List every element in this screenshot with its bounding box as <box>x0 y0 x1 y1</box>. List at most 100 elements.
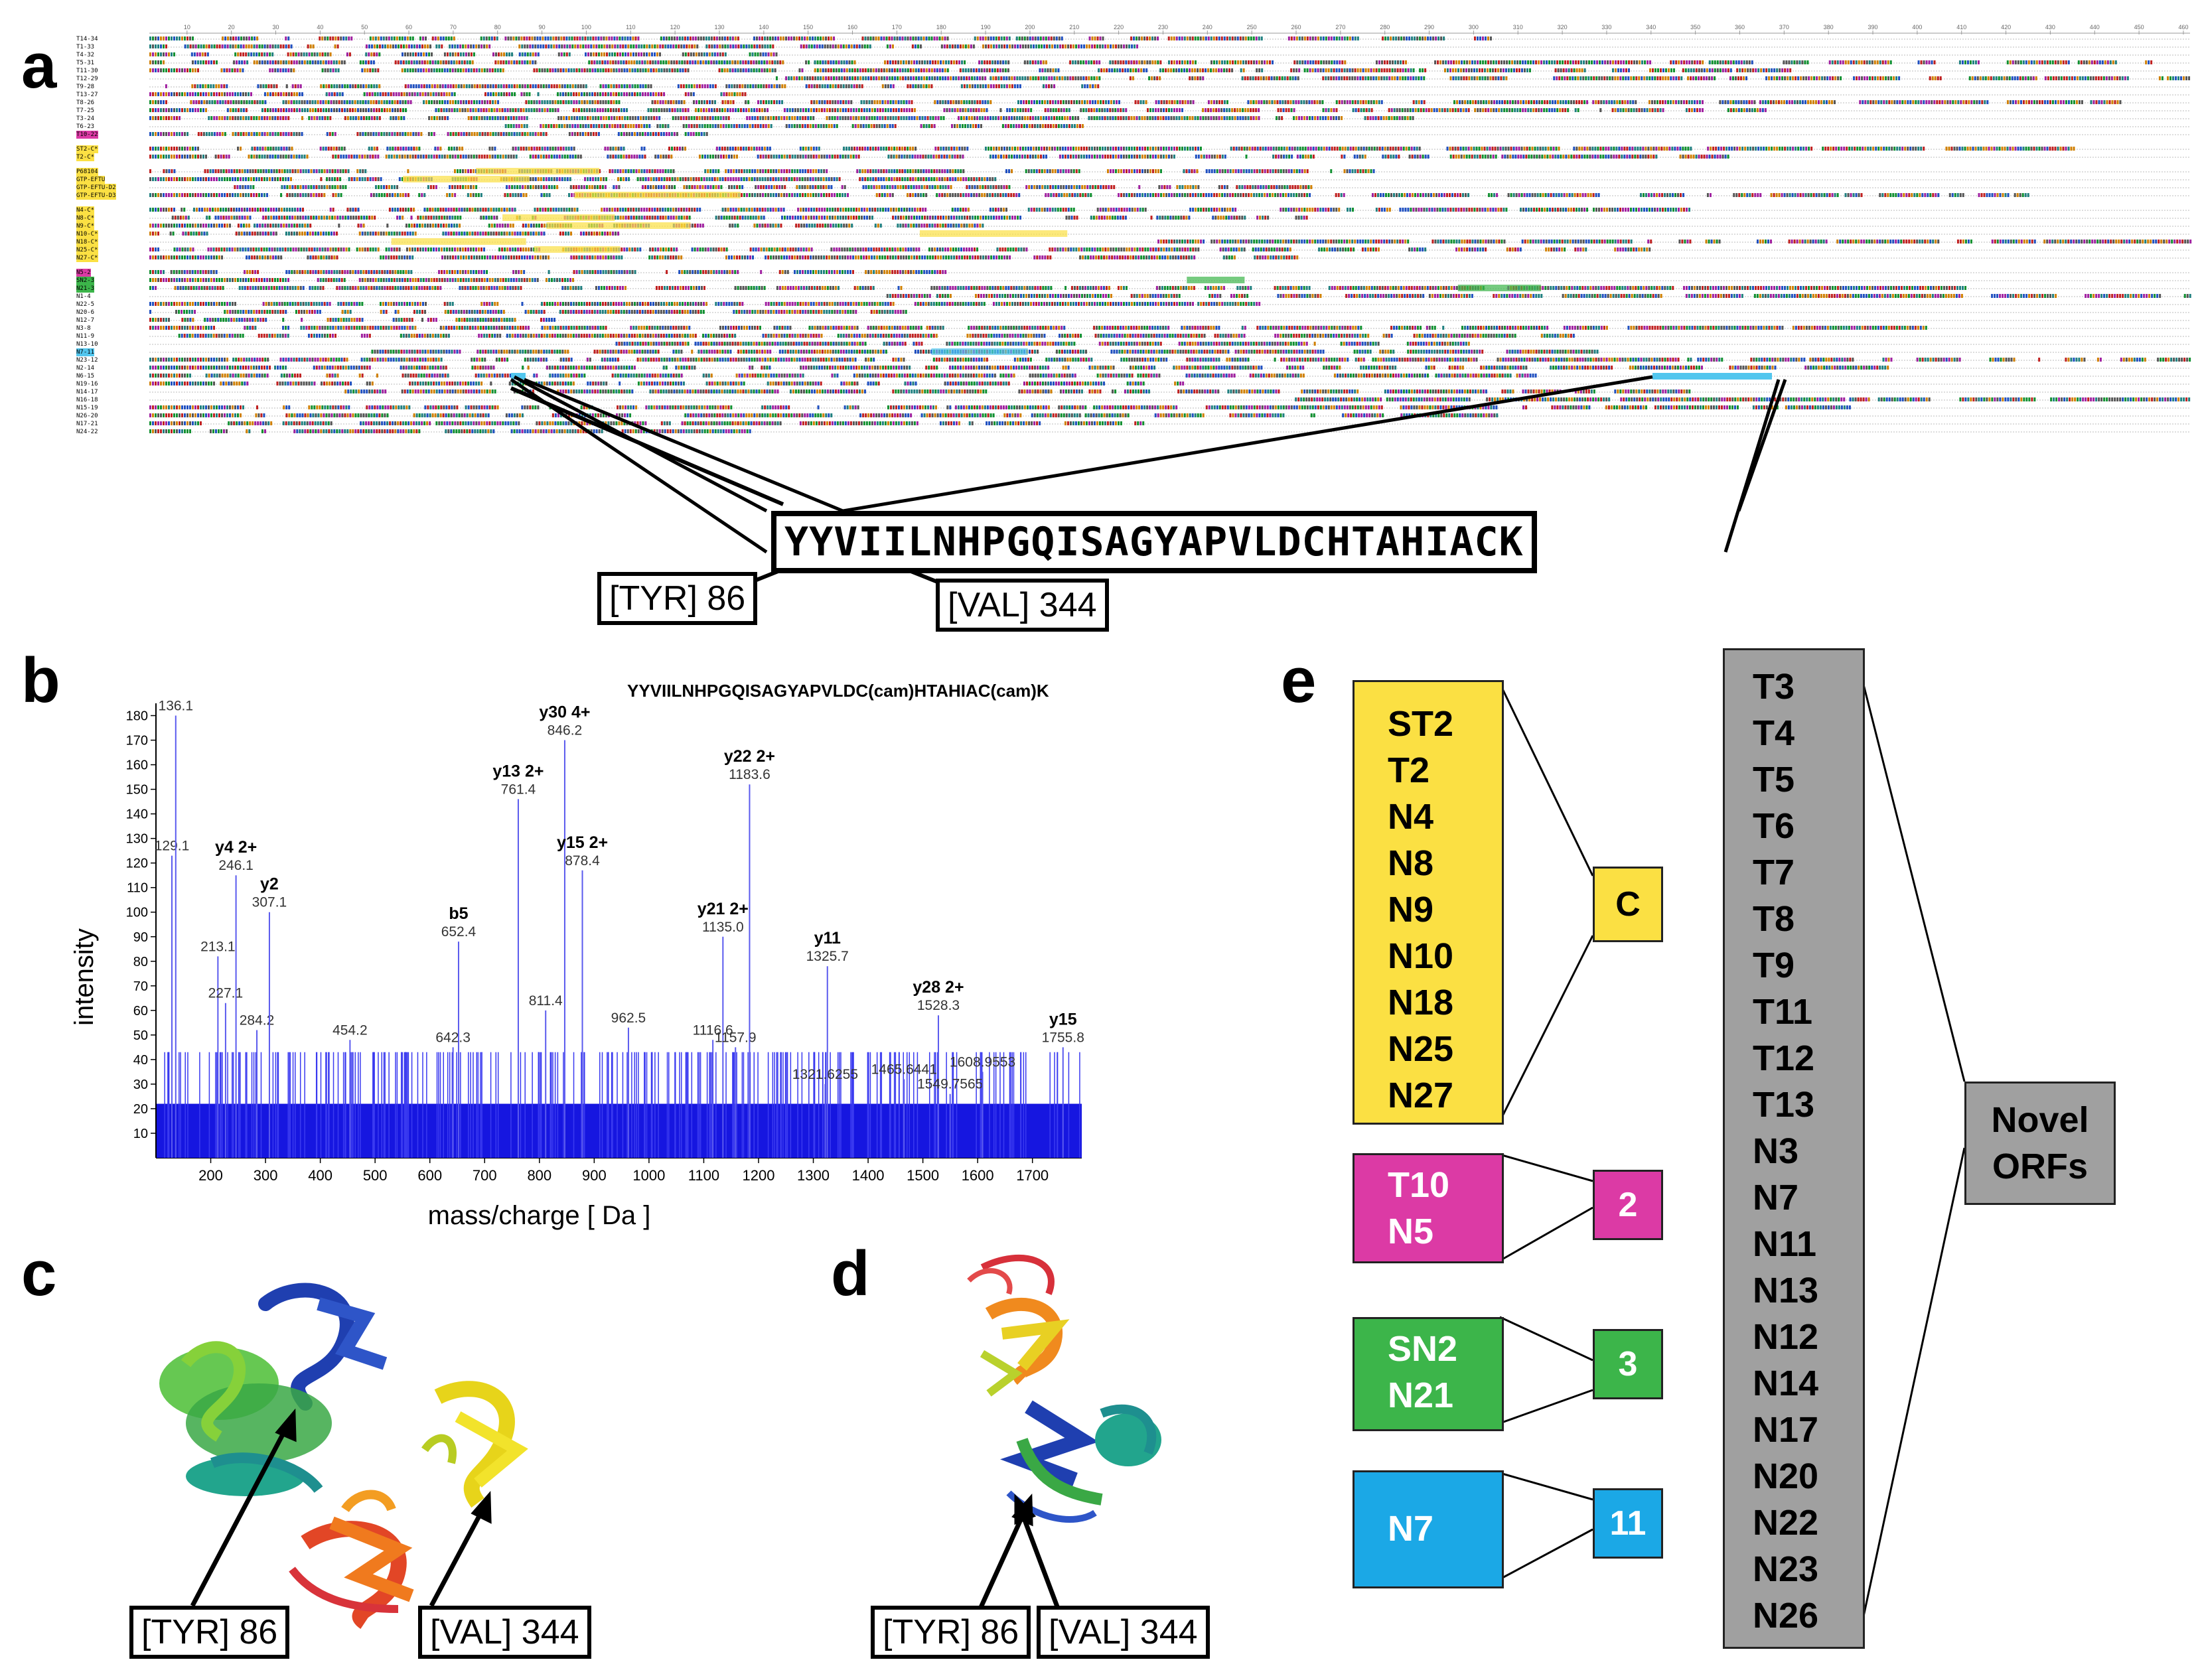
alignment-row <box>149 124 2190 128</box>
peak-mz-label: 129.1 <box>155 839 190 854</box>
y-tick-label: 10 <box>133 1127 148 1141</box>
alignment-row <box>149 92 2190 96</box>
ribbon-domain-2 <box>421 1381 528 1508</box>
peak-mz-label: 761.4 <box>501 782 536 797</box>
y-tick-label: 80 <box>133 955 148 969</box>
alignment-row-label: T7-25 <box>76 107 95 114</box>
protein-structure-c <box>159 1283 528 1629</box>
alignment-row-label: N24-22 <box>76 429 98 435</box>
x-tick-label: 300 <box>254 1167 278 1184</box>
y-tick-label: 30 <box>133 1078 148 1092</box>
peak-mz-label: 846.2 <box>548 723 583 738</box>
ruler-tick-label: 310 <box>1513 24 1523 31</box>
ruler-tick-label: 330 <box>1601 24 1611 31</box>
val344-label-a: [VAL] 344 <box>936 579 1109 632</box>
alignment-row <box>149 155 2190 159</box>
noise-peaks <box>164 1052 1080 1158</box>
alignment-row <box>149 132 2190 136</box>
alignment-row <box>149 294 2191 298</box>
peak-ion-label: y4 2+ <box>215 838 257 857</box>
alignment-rows <box>149 36 2192 433</box>
ruler-tick-label: 120 <box>670 24 680 31</box>
y-tick-label: 90 <box>133 930 148 945</box>
ruler-tick-label: 110 <box>626 24 635 31</box>
peak-ion-label: y28 2+ <box>913 978 964 997</box>
ruler-tick-label: 370 <box>1779 24 1789 31</box>
ruler-tick-label: 200 <box>1025 24 1035 31</box>
peak-mz-label: 962.5 <box>611 1011 646 1026</box>
alignment-row <box>149 52 2190 56</box>
alignment-row-label: N2-14 <box>76 365 95 372</box>
peptide-highlight-left <box>511 373 526 380</box>
alignment-row <box>149 100 2190 104</box>
ruler-tick-label: 420 <box>2001 24 2011 31</box>
alignment-row-label: N17-21 <box>76 421 98 427</box>
panel-letter-b: b <box>21 645 60 716</box>
peak-mz-label: 1135.0 <box>702 920 744 935</box>
alignment-row <box>149 230 2190 237</box>
x-tick-label: 1600 <box>962 1167 994 1184</box>
alignment-row <box>149 116 2190 120</box>
peak-mz-label: 1183.6 <box>729 767 770 782</box>
alignment-row-label: T4-32 <box>76 52 95 58</box>
peak-mz-label: 1157.9 <box>715 1030 757 1045</box>
y-tick-label: 140 <box>126 807 148 822</box>
alignment-row <box>149 334 2190 338</box>
alignment-row-label: N25-C* <box>76 246 98 254</box>
peak-mz-label: 227.1 <box>208 986 244 1001</box>
alignment-row <box>149 421 2190 425</box>
alignment-row-label: N15-19 <box>76 405 98 411</box>
peak-ion-label: y11 <box>814 929 841 947</box>
alignment-row <box>149 214 2190 221</box>
ruler-tick-label: 150 <box>803 24 813 31</box>
peak-mz-label: 1528.3 <box>917 998 960 1013</box>
alignment-row-label: N9-C* <box>76 222 95 230</box>
alignment-row-label: T6-23 <box>76 123 95 130</box>
peak-ion-label: y13 2+ <box>492 762 544 780</box>
novel-orf-list: T3 T4 T5 T6 T7 T8 T9 T11 T12 T13 N3 N7 N… <box>1753 667 1819 1636</box>
group-3-box: SN2 N21 <box>1353 1317 1504 1431</box>
ruler-tick-label: 170 <box>892 24 902 31</box>
ruler-tick-label: 300 <box>1469 24 1479 31</box>
alignment-row-label: N19-16 <box>76 381 98 387</box>
ruler-tick-label: 270 <box>1335 24 1345 31</box>
panel-d-arrows <box>973 1494 1064 1620</box>
x-tick-label: 1400 <box>852 1167 885 1184</box>
alignment-row-label: N21-3 <box>76 285 95 293</box>
group-c-members: ST2 T2 N4 N8 N9 N10 N18 N25 N27 <box>1388 704 1454 1115</box>
alignment-row-label: N8-C* <box>76 214 95 222</box>
tyr86-label-d: [TYR] 86 <box>871 1606 1031 1659</box>
alignment-row <box>149 246 2190 253</box>
ruler-tick-label: 250 <box>1247 24 1257 31</box>
alignment-row-label: N22-5 <box>76 301 95 308</box>
group-11-members: N7 <box>1388 1509 1434 1549</box>
ruler-tick-label: 440 <box>2090 24 2100 31</box>
ruler-tick-label: 60 <box>405 24 412 31</box>
ruler-tick-label: 290 <box>1424 24 1434 31</box>
alignment-row <box>149 318 2190 322</box>
peak-mz-label: 1321.6255 <box>792 1067 858 1082</box>
ruler-tick-label: 90 <box>539 24 546 31</box>
peak-ion-label: y21 2+ <box>697 900 749 918</box>
alignment-row <box>149 36 2190 40</box>
x-tick-label: 900 <box>582 1167 607 1184</box>
group-3-members: SN2 N21 <box>1388 1329 1458 1415</box>
ruler-tick-label: 260 <box>1291 24 1301 31</box>
y-tick-label: 100 <box>126 906 148 920</box>
peak-ion-label: b5 <box>449 904 468 923</box>
x-tick-label: 1700 <box>1016 1167 1049 1184</box>
alignment-row <box>149 238 2192 245</box>
y-tick-label: 70 <box>133 979 148 994</box>
peak-mz-label: 1549.7565 <box>917 1077 983 1092</box>
ruler-tick-label: 350 <box>1690 24 1700 31</box>
ruler-tick-label: 80 <box>494 24 501 31</box>
ruler-tick-label: 180 <box>936 24 946 31</box>
group-c-box: ST2 T2 N4 N8 N9 N10 N18 N25 N27 <box>1353 680 1504 1125</box>
group-3-tag: 3 <box>1593 1329 1663 1399</box>
alignment-row-label: N10-C* <box>76 230 98 238</box>
ruler-tick-label: 450 <box>2134 24 2144 31</box>
group-11-tag: 11 <box>1593 1488 1663 1559</box>
group-2-tag: 2 <box>1593 1170 1663 1240</box>
panel-letter-a: a <box>21 31 57 102</box>
